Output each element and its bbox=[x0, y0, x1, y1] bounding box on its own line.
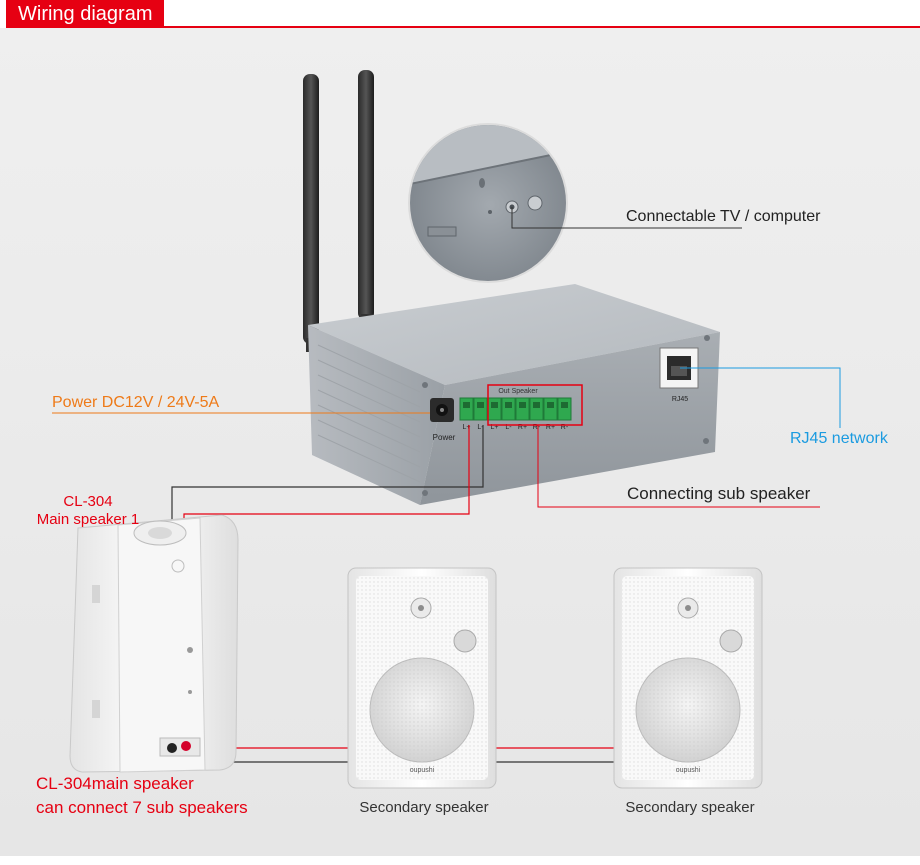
terminal-label: L- bbox=[505, 424, 512, 431]
main-speaker-model: CL-304 bbox=[63, 493, 113, 510]
secondary-speaker-1: oupushi bbox=[347, 567, 497, 789]
port-zoom-inset bbox=[408, 123, 568, 283]
terminal-label: R+ bbox=[546, 424, 555, 431]
out-speaker-label: Out Speaker bbox=[498, 388, 538, 395]
title-underline bbox=[6, 26, 920, 28]
speaker-terminal bbox=[501, 397, 516, 421]
speaker-terminal-block: L+ L- L+ L- R+ R- R+ R- bbox=[459, 397, 572, 431]
speaker-brand: oupushi bbox=[410, 767, 435, 774]
terminal-label: L+ bbox=[463, 424, 471, 431]
audio-receiver-device bbox=[308, 284, 720, 505]
terminal-label: L- bbox=[477, 424, 484, 431]
terminal-label: L+ bbox=[491, 424, 499, 431]
connecting-sub-speaker-label: Connecting sub speaker bbox=[627, 484, 811, 503]
speaker-brand: oupushi bbox=[676, 767, 701, 774]
section-title: Wiring diagram bbox=[6, 0, 165, 28]
main-speaker-note-line1: CL-304main speaker bbox=[36, 774, 194, 793]
speaker-terminal bbox=[529, 397, 544, 421]
secondary-speaker-2: oupushi bbox=[613, 567, 763, 789]
positive-wire bbox=[183, 425, 615, 749]
negative-wire bbox=[171, 425, 615, 763]
power-port-label: Power bbox=[433, 433, 456, 442]
terminal-screw bbox=[491, 402, 498, 408]
speaker-terminal bbox=[459, 397, 474, 421]
terminal-screw bbox=[505, 402, 512, 408]
main-speaker-note-line2: can connect 7 sub speakers bbox=[36, 798, 248, 817]
secondary-speaker-caption: Secondary speaker bbox=[625, 799, 755, 816]
terminal-screw bbox=[533, 402, 540, 408]
speaker-terminal bbox=[515, 397, 530, 421]
terminal-screw bbox=[463, 402, 470, 408]
tv-computer-callout-line bbox=[511, 207, 742, 229]
sub-speaker-callout-line bbox=[537, 425, 820, 508]
terminal-screw bbox=[561, 402, 568, 408]
power-spec-label: Power DC12V / 24V-5A bbox=[52, 394, 220, 411]
speaker-terminal bbox=[487, 397, 502, 421]
antenna-right bbox=[358, 70, 374, 326]
secondary-speaker-caption: Secondary speaker bbox=[359, 799, 489, 816]
speaker-terminal bbox=[473, 397, 488, 421]
rj45-callout-line bbox=[680, 367, 841, 428]
terminal-label: R- bbox=[561, 424, 569, 431]
speaker-terminal bbox=[557, 397, 572, 421]
terminal-screw bbox=[519, 402, 526, 408]
power-jack bbox=[430, 398, 454, 422]
terminal-screw bbox=[477, 402, 484, 408]
main-speaker-rear bbox=[69, 514, 239, 773]
tv-computer-label: Connectable TV / computer bbox=[626, 208, 821, 225]
rj45-network-label: RJ45 network bbox=[790, 430, 888, 447]
main-speaker-role: Main speaker 1 bbox=[36, 511, 140, 528]
speaker-terminal bbox=[543, 397, 558, 421]
terminal-label: R+ bbox=[518, 424, 527, 431]
terminal-screw bbox=[547, 402, 554, 408]
sub-speaker-terminal-highlight bbox=[487, 384, 583, 426]
antenna-left bbox=[303, 74, 319, 352]
terminal-label: R- bbox=[533, 424, 541, 431]
rj45-port-label: RJ45 bbox=[672, 396, 688, 403]
